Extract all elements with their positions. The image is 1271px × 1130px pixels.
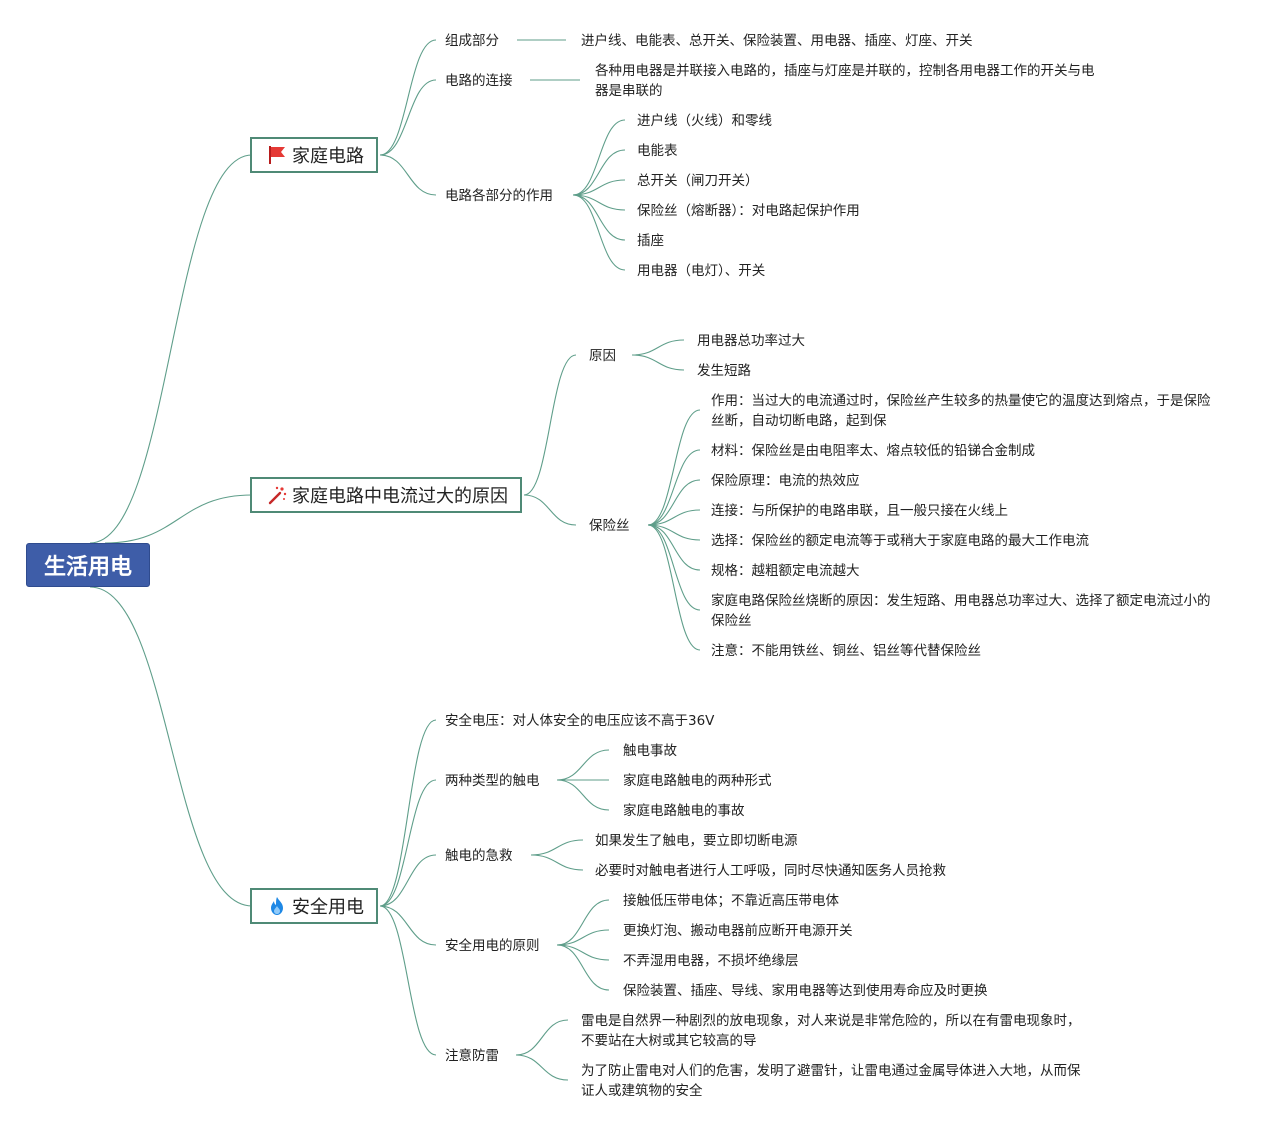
fire-icon [266, 895, 288, 917]
leaf-appliance-switch[interactable]: 用电器（电灯）、开关 [637, 263, 766, 279]
topic-lightning[interactable]: 注意防雷 [445, 1048, 499, 1064]
leaf-components-list[interactable]: 进户线、电能表、总开关、保险装置、用电器、插座、灯座、开关 [581, 33, 973, 49]
connector [379, 854, 437, 907]
red-flag-icon [266, 144, 288, 166]
topic-component-functions[interactable]: 电路各部分的作用 [445, 188, 553, 204]
connector [647, 409, 701, 526]
topic-circuit-connection[interactable]: 电路的连接 [445, 73, 513, 89]
connector [556, 944, 610, 991]
leaf-connection-desc[interactable]: 各种用电器是并联接入电路的，插座与灯座是并联的，控制各用电器工作的开关与电器是串… [595, 63, 1095, 99]
connector [515, 1054, 569, 1081]
connector [379, 905, 437, 946]
leaf-socket[interactable]: 插座 [637, 233, 664, 249]
leaf-fuse-role[interactable]: 作用：当过大的电流通过时，保险丝产生较多的热量使它的温度达到熔点，于是保险丝断，… [711, 393, 1211, 429]
topic-fuse[interactable]: 保险丝 [589, 518, 630, 534]
leaf-fuse-blow-causes[interactable]: 家庭电路保险丝烧断的原因：发生短路、用电器总功率过大、选择了额定电流过小的保险丝 [711, 593, 1211, 629]
leaf-overload[interactable]: 用电器总功率过大 [697, 333, 805, 349]
connector-root-branch2 [104, 494, 253, 544]
leaf-cut-power[interactable]: 如果发生了触电，要立即切断电源 [595, 833, 798, 849]
branch-label: 家庭电路 [292, 146, 364, 167]
connector [572, 119, 626, 196]
leaf-principle-1[interactable]: 接触低压带电体；不靠近高压带电体 [623, 893, 839, 909]
root-node[interactable]: 生活用电 [26, 543, 150, 587]
connector [572, 194, 626, 271]
leaf-principle-4[interactable]: 保险装置、插座、导线、家用电器等达到使用寿命应及时更换 [623, 983, 988, 999]
connector [647, 509, 701, 526]
connector [530, 854, 584, 871]
topic-safety-principles[interactable]: 安全用电的原则 [445, 938, 540, 954]
connector [572, 149, 626, 196]
connector-root-branch3 [89, 586, 253, 907]
leaf-fuse-selection[interactable]: 选择：保险丝的额定电流等于或稍大于家庭电路的最大工作电流 [711, 533, 1089, 549]
connector [647, 524, 701, 651]
magic-wand-icon [266, 484, 288, 506]
connector [379, 905, 437, 1056]
connector [379, 779, 437, 907]
topic-safe-voltage[interactable]: 安全电压：对人体安全的电压应该不高于36V [445, 713, 715, 729]
leaf-meter[interactable]: 电能表 [637, 143, 678, 159]
connector [556, 899, 610, 946]
connector [530, 839, 584, 856]
branch-node-overcurrent-causes[interactable]: 家庭电路中电流过大的原因 [250, 477, 522, 513]
connector [647, 524, 701, 541]
leaf-shock-accident[interactable]: 触电事故 [623, 743, 677, 759]
connector [647, 524, 701, 571]
connector [572, 179, 626, 196]
leaf-fuse-material[interactable]: 材料：保险丝是由电阻率太、熔点较低的铅锑合金制成 [711, 443, 1035, 459]
connector [556, 944, 610, 961]
leaf-fuse-connection[interactable]: 连接：与所保护的电路串联，且一般只接在火线上 [711, 503, 1008, 519]
connector [647, 449, 701, 526]
connector [379, 79, 437, 156]
connector [572, 194, 626, 211]
connector [379, 719, 437, 907]
connector [556, 779, 610, 811]
leaf-short-circuit[interactable]: 发生短路 [697, 363, 751, 379]
connector [523, 494, 577, 526]
leaf-shock-incidents[interactable]: 家庭电路触电的事故 [623, 803, 745, 819]
leaf-fuse-function[interactable]: 保险丝（熔断器）：对电路起保护作用 [637, 203, 860, 219]
connector [647, 479, 701, 526]
branch-node-home-circuit[interactable]: 家庭电路 [250, 137, 378, 173]
branch-node-electrical-safety[interactable]: 安全用电 [250, 888, 378, 924]
leaf-service-lines[interactable]: 进户线（火线）和零线 [637, 113, 772, 129]
branch-label: 家庭电路中电流过大的原因 [292, 486, 508, 507]
leaf-lightning-desc[interactable]: 雷电是自然界一种剧烈的放电现象，对人来说是非常危险的，所以在有雷电现象时，不要站… [581, 1013, 1081, 1049]
connector [379, 154, 437, 196]
topic-first-aid[interactable]: 触电的急救 [445, 848, 513, 864]
leaf-principle-3[interactable]: 不弄湿用电器，不损坏绝缘层 [623, 953, 799, 969]
connector [631, 339, 685, 356]
connector [523, 354, 577, 496]
connector-root-branch1 [89, 154, 253, 544]
connector [556, 749, 610, 781]
topic-causes[interactable]: 原因 [589, 348, 616, 364]
leaf-principle-2[interactable]: 更换灯泡、搬动电器前应断开电源开关 [623, 923, 853, 939]
leaf-fuse-spec[interactable]: 规格：越粗额定电流越大 [711, 563, 860, 579]
topic-components[interactable]: 组成部分 [445, 33, 499, 49]
connector [647, 524, 701, 611]
topic-shock-types[interactable]: 两种类型的触电 [445, 773, 540, 789]
connector [572, 194, 626, 241]
connector [631, 354, 685, 371]
leaf-fuse-caution[interactable]: 注意：不能用铁丝、铜丝、铝丝等代替保险丝 [711, 643, 981, 659]
leaf-shock-forms[interactable]: 家庭电路触电的两种形式 [623, 773, 772, 789]
leaf-fuse-principle[interactable]: 保险原理：电流的热效应 [711, 473, 860, 489]
branch-label: 安全用电 [292, 897, 364, 918]
connector [515, 1019, 569, 1056]
leaf-lightning-rod[interactable]: 为了防止雷电对人们的危害，发明了避雷针，让雷电通过金属导体进入大地，从而保证人或… [581, 1063, 1081, 1099]
connector [379, 39, 437, 156]
leaf-main-switch[interactable]: 总开关（闸刀开关） [637, 173, 759, 189]
leaf-cpr[interactable]: 必要时对触电者进行人工呼吸，同时尽快通知医务人员抢救 [595, 863, 946, 879]
connector [556, 929, 610, 946]
